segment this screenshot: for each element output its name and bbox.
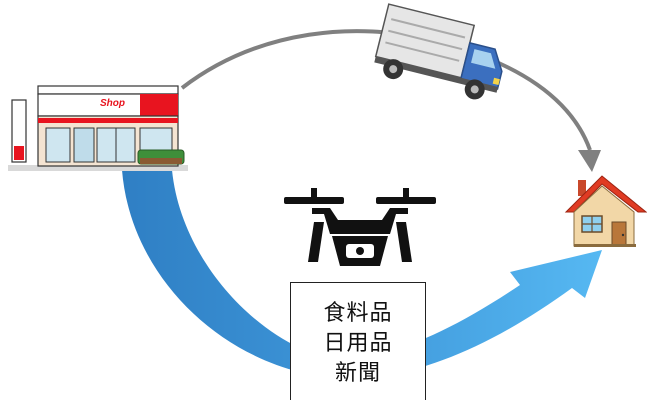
shop-icon [8, 85, 188, 171]
goods-item-food: 食料品 [323, 301, 393, 326]
goods-item-newspaper: 新聞 [334, 361, 381, 386]
house-icon [564, 175, 647, 247]
goods-list-box: 食料品 日用品 新聞 [290, 282, 426, 400]
shop-sign-label: Shop [100, 98, 125, 109]
goods-item-daily-goods: 日用品 [323, 331, 393, 356]
truck-route-arrowhead [578, 150, 601, 172]
drone-icon [284, 188, 436, 266]
drone-route-arrow [122, 170, 602, 379]
truck-icon [374, 3, 503, 100]
